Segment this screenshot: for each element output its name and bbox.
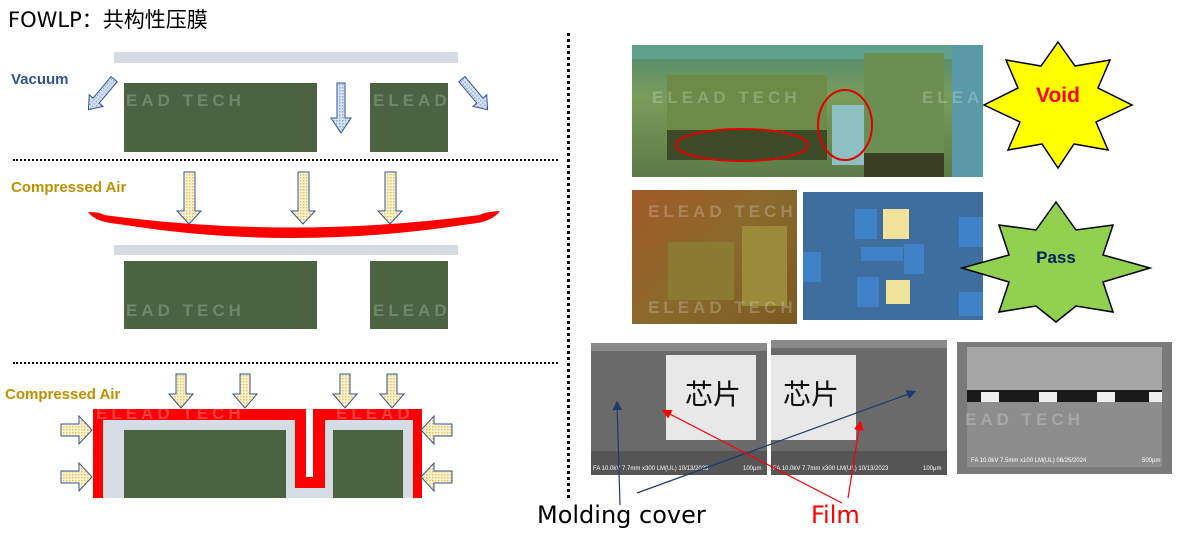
void-photo: ELEAD TECH ELEAD [632, 45, 983, 177]
component [855, 209, 877, 239]
void-marker-ellipse [675, 128, 809, 162]
film-sheet [295, 488, 325, 498]
sem-bump [1039, 392, 1057, 402]
vacuum-arrow-down-icon [330, 82, 352, 134]
sem-scale: 100μm [743, 466, 762, 472]
pass-star-badge [959, 200, 1153, 323]
sem-info: FA 10.0kV 7.5mm x100 LM(UL) 06/25/2024 [971, 458, 1087, 464]
caption-film: Film [811, 501, 860, 529]
watermark: ELEAD TECH [652, 88, 801, 107]
step3-arrows-layer [60, 373, 453, 493]
watermark: ELEAD [373, 301, 448, 320]
watermark: ELEAD TECH [96, 404, 245, 423]
sem-bump [1097, 392, 1115, 402]
air-arrow-right-icon [60, 414, 93, 446]
watermark: ELEAD TECH [648, 202, 797, 221]
photo-edge [952, 45, 983, 177]
compressed-air-label: Compressed Air [5, 386, 121, 403]
chip-label: 芯片 [783, 378, 840, 411]
component [742, 226, 787, 306]
chip-label: 芯片 [685, 378, 742, 411]
chip-large: EAD TECH [124, 83, 317, 152]
component [883, 209, 909, 239]
watermark: ELEAD [373, 91, 448, 110]
film-sheet [114, 52, 458, 63]
vacuum-label: Vacuum [11, 71, 69, 88]
conformal-film-gap [313, 409, 317, 478]
component [803, 252, 821, 282]
component [959, 292, 983, 316]
section-divider [13, 159, 558, 161]
sem-substrate [967, 402, 1162, 467]
vertical-divider [567, 33, 570, 498]
sem-scale: 100μm [923, 466, 942, 472]
sem-scale: 500μm [1142, 458, 1161, 464]
vacuum-arrow-left-icon [87, 75, 118, 111]
component [668, 242, 734, 300]
component [857, 277, 879, 307]
film-curve [88, 211, 500, 238]
sem-edge [771, 340, 947, 348]
air-arrow-down-icon [376, 171, 404, 225]
air-arrow-right-icon [60, 461, 93, 493]
air-arrow-down-icon [175, 171, 203, 225]
sem-info: FA 10.0kV 7.7mm x300 LM(UL) 10/13/2023 [593, 466, 709, 472]
air-arrow-left-icon [420, 461, 453, 493]
caption-molding-cover: Molding cover [537, 501, 706, 529]
chip-small: ELEAD [370, 261, 448, 329]
pass-photo-2 [803, 192, 983, 320]
sem-edge [591, 343, 767, 351]
chip-small [333, 430, 403, 498]
pass-label: Pass [1036, 248, 1076, 267]
chip-large [124, 430, 286, 498]
watermark: ELEAD [922, 88, 983, 107]
section-divider [13, 362, 558, 364]
sem-image-left: 芯片 FA 10.0kV 7.7mm x300 LM(UL) 10/13/202… [591, 343, 767, 475]
component [886, 280, 910, 304]
sem-info: FA 10.0kV 7.7mm x300 LM(UL) 10/13/2023 [773, 466, 889, 472]
sem-image-right: EAD TECH FA 10.0kV 7.5mm x100 LM(UL) 06/… [957, 342, 1172, 474]
sem-layer [967, 347, 1162, 390]
air-arrow-down-icon [167, 373, 195, 409]
watermark: EAD TECH [126, 91, 245, 110]
component [959, 217, 983, 247]
watermark: EAD TECH [126, 301, 245, 320]
sem-bump [981, 392, 999, 402]
void-marker-ellipse [817, 89, 873, 161]
void-star-badge [982, 40, 1134, 170]
page-title: FOWLP：共构性压膜 [8, 8, 208, 32]
film-sheet [114, 245, 458, 255]
air-arrow-down-icon [378, 373, 406, 409]
watermark: ELEAD TECH [648, 298, 797, 317]
diagram-arrows-layer [87, 75, 500, 238]
watermark: ELEAD TECH [336, 404, 485, 423]
air-arrow-down-icon [289, 171, 317, 225]
air-arrow-left-icon [420, 414, 453, 446]
pass-photo-1: ELEAD TECH ELEAD TECH [632, 190, 797, 324]
chip-large: EAD TECH [124, 261, 317, 329]
component [904, 244, 924, 274]
sem-bump [1149, 392, 1162, 402]
component-shadow [864, 153, 944, 177]
compressed-air-label: Compressed Air [11, 179, 127, 196]
vacuum-arrow-right-icon [458, 75, 489, 111]
air-arrow-down-icon [331, 373, 359, 409]
void-markers [675, 89, 873, 162]
void-label: Void [1036, 84, 1080, 107]
sem-image-mid: 芯片 FA 10.0kV 7.7mm x300 LM(UL) 10/13/202… [771, 340, 947, 475]
trench [306, 409, 313, 477]
component [861, 247, 903, 261]
watermark: EAD TECH [965, 410, 1084, 429]
air-arrow-down-icon [231, 373, 259, 409]
chip-small: ELEAD [370, 83, 448, 152]
